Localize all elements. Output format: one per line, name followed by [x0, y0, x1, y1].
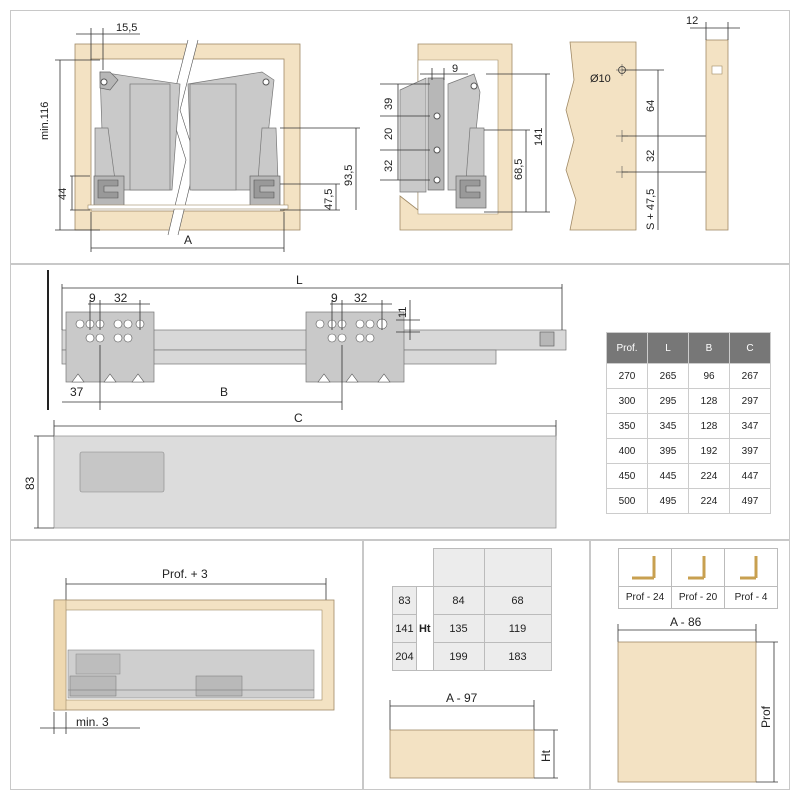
- runner-side-view: [47, 270, 567, 410]
- top-drawing: 15,5 min.116 44 A 47,5 93,5: [39, 15, 740, 252]
- dim-s-47-5: S + 47,5: [645, 189, 657, 230]
- cabinet-side-section: [399, 43, 513, 231]
- ht-row-value: 204: [392, 642, 417, 671]
- dim-32b-mid: 32: [354, 291, 368, 305]
- cell: 270: [606, 363, 648, 389]
- cell: 495: [647, 488, 689, 514]
- front-panel-drilling: Ø10 64 32 S + 47,5 12: [565, 15, 740, 231]
- dim-32a: 32: [114, 291, 128, 305]
- cell: 183: [483, 642, 552, 671]
- prof-label: Prof - 4: [724, 586, 778, 609]
- cell: 295: [647, 388, 689, 414]
- cell: 135: [432, 614, 485, 643]
- ht-label: Ht: [416, 586, 434, 671]
- dim-12: 12: [686, 15, 698, 27]
- cell: 224: [688, 463, 730, 489]
- dim-min116: min.116: [39, 102, 51, 140]
- cell: 395: [647, 438, 689, 464]
- middle-drawing: L 9 32 9 32 11 37 B C 83: [23, 270, 567, 529]
- drawer-side-panel: C 83: [23, 411, 557, 529]
- size-table-header-B: B: [688, 332, 730, 364]
- dim-ht: Ht: [539, 749, 553, 762]
- dim-141: 141: [533, 128, 545, 146]
- ht-row-value: 83: [392, 586, 417, 615]
- dim-dia10: Ø10: [590, 73, 611, 85]
- cell: 96: [688, 363, 730, 389]
- prof-label: Prof - 20: [671, 586, 725, 609]
- ht-row-value: 141: [392, 614, 417, 643]
- dim-32b: 32: [645, 150, 657, 162]
- cell: 347: [729, 413, 771, 439]
- dim-39: 39: [383, 98, 395, 110]
- cell: 84: [432, 586, 485, 615]
- dim-32: 32: [383, 160, 395, 172]
- dim-C: C: [294, 411, 303, 425]
- dim-15-5: 15,5: [116, 22, 137, 34]
- ht-table: 83 Ht 84 68 141 135 119 204 199 183: [392, 548, 552, 671]
- cell: 199: [432, 642, 485, 671]
- dim-9b: 9: [331, 291, 338, 305]
- bottom-board: A - 97 Ht: [389, 691, 558, 779]
- dim-prof-plus-3: Prof. + 3: [162, 567, 208, 581]
- dim-37: 37: [70, 385, 84, 399]
- cell: 300: [606, 388, 648, 414]
- side-dimensions: 9 39 20 32 68,5 141: [380, 63, 550, 213]
- dim-47-5: 47,5: [323, 189, 335, 210]
- dim-64: 64: [645, 100, 657, 112]
- cell: 68: [483, 586, 552, 615]
- cell: 119: [483, 614, 552, 643]
- dim-20: 20: [383, 128, 395, 140]
- cell: 497: [729, 488, 771, 514]
- dim-B: B: [220, 385, 228, 399]
- cell: 445: [647, 463, 689, 489]
- dim-11: 11: [397, 307, 409, 318]
- dim-L: L: [296, 273, 303, 287]
- dim-93-5: 93,5: [343, 165, 355, 186]
- cell: 224: [688, 488, 730, 514]
- back-panel: A - 86 Prof: [617, 615, 778, 783]
- cabinet-front-view: [74, 39, 301, 236]
- size-table-header-L: L: [647, 332, 689, 364]
- dim-44: 44: [57, 188, 69, 200]
- dim-68-5: 68,5: [513, 159, 525, 180]
- prof-label: Prof - 24: [618, 586, 672, 609]
- dim-83: 83: [23, 476, 37, 490]
- cell: 447: [729, 463, 771, 489]
- dim-9: 9: [452, 63, 458, 75]
- cell: 350: [606, 413, 648, 439]
- dim-9a: 9: [89, 291, 96, 305]
- prof-table: Prof - 24 Prof - 20 Prof - 4: [618, 548, 778, 609]
- drawer-in-cabinet: Prof. + 3 min. 3: [40, 567, 335, 734]
- dim-prof: Prof: [759, 705, 773, 728]
- dim-A: A: [184, 233, 192, 247]
- cell: 400: [606, 438, 648, 464]
- size-table-header-prof: Prof.: [606, 332, 648, 364]
- dim-min3: min. 3: [76, 715, 109, 729]
- dim-a-97: A - 97: [446, 691, 478, 705]
- dim-a-86: A - 86: [670, 615, 702, 629]
- top-left-dimensions: 15,5 min.116 44 A 47,5 93,5: [39, 22, 360, 252]
- runner-dimensions: L 9 32 9 32 11 37 B: [61, 273, 563, 410]
- cell: 128: [688, 413, 730, 439]
